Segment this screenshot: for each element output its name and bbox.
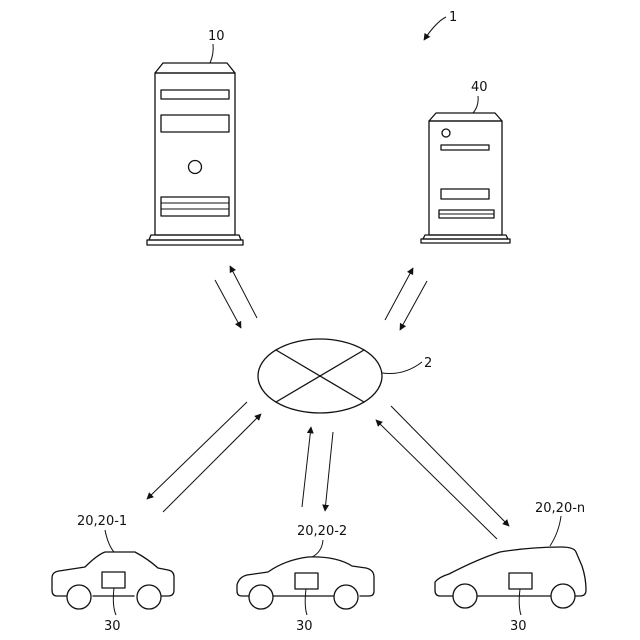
vehicle-2-device-label: 30 (296, 619, 313, 634)
arrow-vehicle-1-to-network (163, 414, 261, 512)
arrow-server-second-to-network (400, 281, 427, 330)
server-second: 40 (421, 80, 510, 243)
vehicle-n-device-leader (519, 589, 521, 615)
vehicle-n-front-wheel (453, 584, 477, 608)
system-label: 1 (449, 10, 457, 25)
vehicle-2-device (295, 573, 318, 589)
server-second-leader (473, 96, 478, 113)
server-main-power-button-icon (189, 161, 202, 174)
server-second-label: 40 (471, 80, 488, 95)
vehicle-1-device (102, 572, 125, 588)
vehicle-2: 20,20-2 30 (237, 524, 374, 634)
system-pointer-arrow (424, 17, 446, 40)
vehicle-2-label: 20,20-2 (297, 524, 347, 539)
vehicle-2-rear-wheel (334, 585, 358, 609)
vehicle-n-device-label: 30 (510, 619, 527, 634)
arrow-network-to-vehicle-n (391, 406, 509, 526)
vehicle-2-front-wheel (249, 585, 273, 609)
server-main-leader (210, 44, 213, 63)
arrow-server-main-to-network (215, 280, 241, 328)
server-second-foot (421, 239, 510, 243)
vehicle-1: 20,20-1 30 (52, 514, 174, 634)
system-reference: 1 (424, 10, 457, 40)
server-second-top (429, 113, 502, 121)
network: 2 (258, 339, 432, 413)
vehicle-2-leader (312, 540, 323, 557)
server-main-drive-bay (161, 115, 229, 132)
vehicle-n-device (509, 573, 532, 589)
vehicle-1-rear-wheel (137, 585, 161, 609)
server-main-top (155, 63, 235, 73)
vehicle-1-device-label: 30 (104, 619, 121, 634)
vehicle-n-label: 20,20-n (535, 501, 585, 516)
arrow-vehicle-n-to-network (376, 420, 497, 539)
server-main-base (149, 235, 241, 240)
network-leader (382, 362, 422, 374)
arrow-network-to-server-main (230, 266, 257, 318)
vehicle-1-label: 20,20-1 (77, 514, 127, 529)
vehicle-n: 20,20-n 30 (435, 501, 586, 634)
server-main-foot (147, 240, 243, 245)
vehicle-1-front-wheel (67, 585, 91, 609)
vehicle-1-leader (105, 530, 114, 552)
vehicle-2-device-leader (305, 589, 307, 615)
arrow-vehicle-2-to-network (302, 427, 311, 507)
server-main-body (155, 73, 235, 235)
server-main-vent (161, 197, 229, 216)
network-label: 2 (424, 356, 432, 371)
arrow-network-to-vehicle-1 (147, 402, 247, 499)
vehicle-n-leader (550, 516, 561, 546)
server-second-drive-bay (441, 189, 489, 199)
vehicle-1-device-leader (113, 588, 116, 615)
arrow-network-to-vehicle-2 (325, 432, 333, 511)
arrow-network-to-server-second (385, 268, 413, 320)
server-second-slot (441, 145, 489, 150)
communication-arrows (147, 266, 509, 539)
server-main: 10 (147, 29, 243, 245)
vehicle-n-rear-wheel (551, 584, 575, 608)
server-second-power-button-icon (442, 129, 450, 137)
server-main-slot-1 (161, 90, 229, 99)
server-main-label: 10 (208, 29, 225, 44)
